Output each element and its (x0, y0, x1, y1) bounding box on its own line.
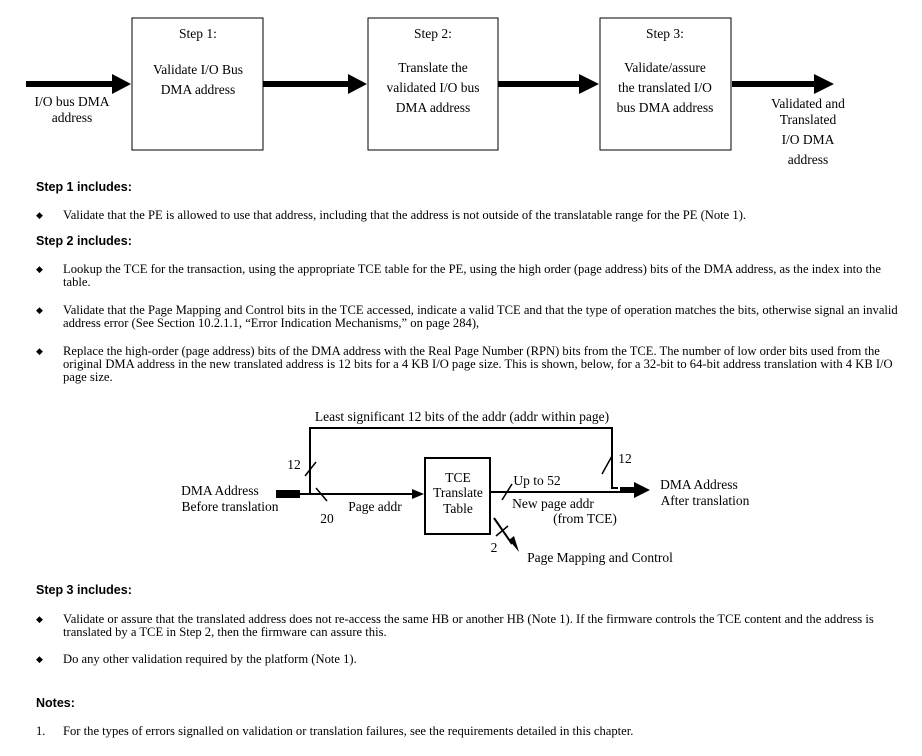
bullet-text: Replace the high-order (page address) bi… (63, 344, 893, 384)
step3-line: Validate/assure (624, 60, 706, 75)
tce-table-label: Translate (433, 485, 483, 500)
page-addr-arrowhead (412, 489, 424, 499)
step2-bullet: ◆ Lookup the TCE for the transaction, us… (36, 263, 898, 289)
step3-bullet: ◆ Do any other validation required by th… (36, 653, 898, 666)
output-label: address (788, 152, 829, 167)
bit-slash (601, 455, 613, 475)
tce-table-label: TCE (445, 470, 471, 485)
output-label: After translation (661, 493, 750, 508)
step2-box: Step 2: Translate the validated I/O bus … (367, 17, 499, 151)
notes-heading: Notes: (36, 696, 75, 710)
bullet-icon: ◆ (36, 346, 43, 356)
step2-line: DMA address (396, 100, 471, 115)
bullet-text: Lookup the TCE for the transaction, usin… (63, 262, 881, 289)
page-addr-label: Page addr (348, 499, 402, 514)
output-label: Translated (780, 112, 837, 127)
input-label: DMA Address (181, 483, 259, 498)
input-label: Before translation (181, 499, 278, 514)
note-item: 1. For the types of errors signalled on … (36, 725, 898, 738)
step1-line: DMA address (161, 82, 236, 97)
low-bits-path (309, 427, 618, 494)
step1-bullet: ◆ Validate that the PE is allowed to use… (36, 209, 898, 222)
bit-count-12: 12 (618, 451, 632, 466)
step3-bullet: ◆ Validate or assure that the translated… (36, 613, 898, 639)
bullet-text: Validate or assure that the translated a… (63, 612, 874, 639)
note-number: 1. (36, 724, 46, 738)
output-label: I/O DMA (782, 132, 835, 147)
step2-heading: Step 2 includes: (36, 234, 132, 248)
bullet-text: Do any other validation required by the … (63, 652, 357, 666)
step1-title: Step 1: (179, 26, 217, 41)
low-bits-label: Least significant 12 bits of the addr (a… (315, 409, 609, 424)
bullet-icon: ◆ (36, 210, 43, 220)
step3-heading: Step 3 includes: (36, 583, 132, 597)
step2-bullet: ◆ Replace the high-order (page address) … (36, 345, 898, 384)
bit-count-12: 12 (287, 457, 301, 472)
tce-table-box (424, 457, 491, 535)
step2-line: validated I/O bus (387, 80, 480, 95)
flow-arrow-input (26, 74, 131, 94)
bullet-icon: ◆ (36, 305, 43, 315)
bit-slash (315, 487, 328, 502)
bullet-text: Validate that the Page Mapping and Contr… (63, 303, 898, 330)
flow-arrow-step2-step3 (498, 74, 599, 94)
up-to-52-label: Up to 52 (513, 473, 560, 488)
bit-slash (304, 461, 317, 477)
step2-bullet: ◆ Validate that the Page Mapping and Con… (36, 304, 898, 330)
new-page-addr-label: New page addr (512, 496, 594, 511)
flow-arrow-step1-step2 (263, 74, 367, 94)
bit-count-2: 2 (491, 540, 498, 555)
bit-slash (501, 483, 513, 501)
bit-count-20: 20 (320, 511, 334, 526)
bullet-text: Validate that the PE is allowed to use t… (63, 208, 747, 222)
output-arrowhead (634, 482, 650, 498)
bit-slash (495, 525, 509, 537)
step3-title: Step 3: (646, 26, 684, 41)
step1-line: Validate I/O Bus (153, 62, 243, 77)
tce-table-label: Table (443, 501, 473, 516)
flow-diagram: Step 1: Validate I/O Bus DMA address Ste… (26, 17, 845, 167)
from-tce-label: (from TCE) (553, 511, 617, 526)
output-label: Validated and (771, 96, 845, 111)
control-arrowhead (509, 536, 519, 552)
input-stub (276, 490, 300, 498)
bullet-icon: ◆ (36, 654, 43, 664)
input-label: I/O bus DMA (34, 94, 109, 109)
step1-box: Step 1: Validate I/O Bus DMA address (131, 17, 264, 151)
bullet-icon: ◆ (36, 264, 43, 274)
note-text: For the types of errors signalled on val… (63, 724, 634, 738)
flow-arrow-output (732, 74, 834, 94)
step3-line: the translated I/O (618, 80, 712, 95)
step3-line: bus DMA address (617, 100, 714, 115)
bullet-icon: ◆ (36, 614, 43, 624)
control-label: Page Mapping and Control (527, 550, 673, 565)
output-label: DMA Address (660, 477, 738, 492)
translation-diagram: Least significant 12 bits of the addr (a… (181, 409, 750, 565)
step3-box: Step 3: Validate/assure the translated I… (599, 17, 732, 151)
input-label: address (52, 110, 93, 125)
step1-heading: Step 1 includes: (36, 180, 132, 194)
step2-line: Translate the (398, 60, 468, 75)
step2-title: Step 2: (414, 26, 452, 41)
